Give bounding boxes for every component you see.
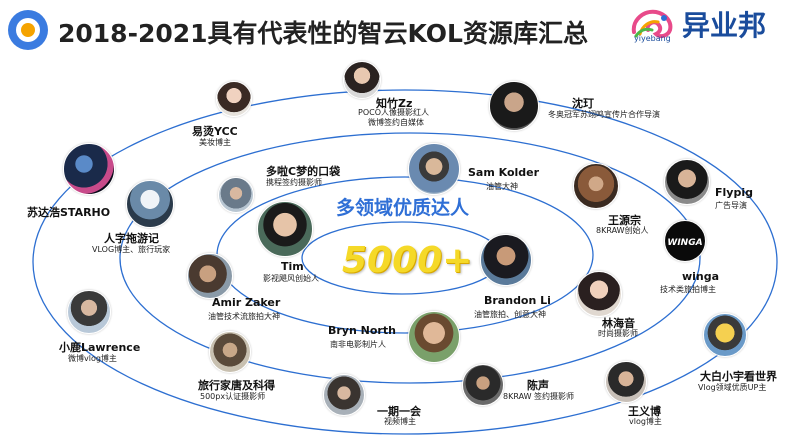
kol-name: 小鹿Lawrence <box>59 341 141 354</box>
kol-desc: 微博vlog博主 <box>68 354 117 363</box>
kol-desc: Vlog领域优质UP主 <box>698 383 767 392</box>
kol-desc: VLOG博主、旅行玩家 <box>92 245 171 254</box>
avatar <box>703 313 747 357</box>
kol-name: Brandon Li <box>484 294 551 307</box>
kol-name: 多啦C梦的口袋 <box>266 165 341 178</box>
avatar <box>489 81 539 131</box>
orbit-ring-3 <box>119 132 701 384</box>
kol-desc: 8KRAW创始人 <box>596 226 649 235</box>
page-title: 2018-2021具有代表性的智云KOL资源库汇总 <box>58 19 588 48</box>
avatar: WINGA <box>664 220 706 262</box>
avatar <box>573 163 619 209</box>
kol-name: 大白小宇看世界 <box>700 370 777 383</box>
kol-name: 王源宗 <box>608 214 641 227</box>
avatar <box>187 253 233 299</box>
kol-name: 旅行家唐及科得 <box>198 379 275 392</box>
kol-name: 王义博 <box>628 405 661 418</box>
kol-name: Sam Kolder <box>468 166 540 179</box>
kol-name: 一期一会 <box>377 405 421 418</box>
kol-name: 苏达浩STARHO <box>27 206 111 219</box>
chameleon-icon <box>631 9 673 39</box>
avatar <box>664 159 710 205</box>
kol-name: winga <box>682 270 720 283</box>
winga-logo-icon: WINGA <box>667 238 702 248</box>
avatar <box>408 311 460 363</box>
kol-name: Amir Zaker <box>212 296 281 309</box>
kol-name: Flypig <box>715 186 753 199</box>
avatar <box>216 81 252 117</box>
orbit-ring-outer <box>32 89 778 435</box>
kol-name: 易烫YCC <box>192 125 238 138</box>
kol-desc: 微博签约自媒体 <box>368 118 424 127</box>
kol-desc: 500px认证摄影师 <box>200 392 266 401</box>
kol-desc: 油管旅拍、创意大神 <box>474 310 546 319</box>
kol-name: 知竹Zz <box>376 97 413 110</box>
avatar <box>257 201 313 257</box>
brand-logo: 异业邦 yiyebang <box>616 2 792 48</box>
kol-desc: 油管大神 <box>486 182 518 191</box>
kol-desc: 时尚摄影师 <box>598 329 638 338</box>
avatar <box>462 364 504 406</box>
avatar <box>408 143 460 195</box>
kol-name: 陈声 <box>527 379 549 392</box>
kol-desc: 美妆博主 <box>199 138 231 147</box>
avatar <box>480 234 532 286</box>
kol-name: Bryn North <box>328 324 396 337</box>
avatar <box>209 331 251 373</box>
avatar <box>126 180 174 228</box>
kol-desc: POCO人像摄影红人 <box>358 108 430 117</box>
avatar <box>63 143 115 195</box>
center-number: 5000+ <box>342 240 473 281</box>
brand-name: 异业邦 <box>682 9 767 42</box>
kol-name: 人字拖游记 <box>104 232 159 245</box>
kol-name: 沈玎 <box>572 97 594 110</box>
avatar <box>576 271 622 317</box>
kol-name: Tim <box>281 260 304 273</box>
kol-desc: 影视飓风创始人 <box>263 274 319 283</box>
kol-desc: 油管技术流旅拍大神 <box>208 312 280 321</box>
avatar <box>323 374 365 416</box>
kol-desc: 携程签约摄影师 <box>266 178 322 187</box>
svg-text:WINGA: WINGA <box>667 238 702 248</box>
kol-desc: 技术类旅拍博主 <box>660 285 716 294</box>
kol-desc: 冬奥冠军苏翊鸣宣传片合作导演 <box>548 110 660 119</box>
center-label: 多领域优质达人 <box>336 197 470 219</box>
avatar <box>67 290 111 334</box>
kol-desc: 视频博主 <box>384 417 416 426</box>
kol-name: 林海音 <box>602 317 635 330</box>
brand-sub: yiyebang <box>634 34 671 43</box>
avatar <box>218 177 254 213</box>
kol-desc: 南非电影制片人 <box>330 340 386 349</box>
kol-desc: 广告导演 <box>715 201 747 210</box>
kol-desc: vlog博主 <box>629 417 662 426</box>
avatar <box>605 361 647 403</box>
kol-desc: 8KRAW 签约摄影师 <box>503 392 575 401</box>
avatar <box>343 61 381 99</box>
header-logo-icon <box>8 10 48 50</box>
